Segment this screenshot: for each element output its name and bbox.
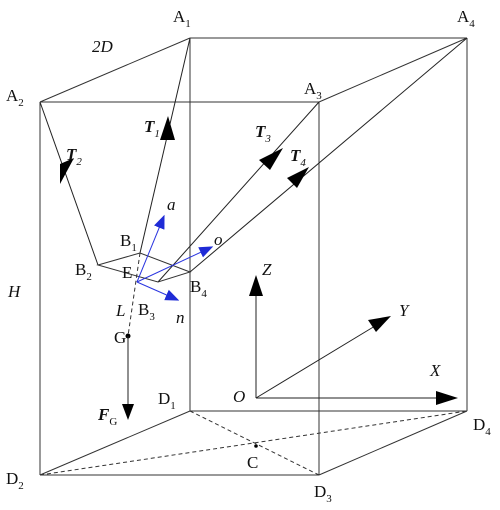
cables bbox=[39, 37, 468, 283]
gravity-arrow bbox=[122, 404, 134, 420]
z-arrow bbox=[249, 275, 263, 296]
cable-a4-b4 bbox=[189, 37, 468, 273]
label-b3: B3 bbox=[138, 300, 155, 323]
label-b1: B1 bbox=[120, 231, 137, 254]
frame-top-face bbox=[39, 37, 468, 103]
t4-arrow bbox=[287, 167, 309, 188]
label-a2: A2 bbox=[6, 86, 24, 109]
label-l: L bbox=[115, 301, 125, 320]
label-z-axis: Z bbox=[262, 260, 272, 279]
label-b2: B2 bbox=[75, 260, 92, 283]
label-a3: A3 bbox=[304, 79, 322, 102]
t1-arrow bbox=[160, 116, 175, 140]
cable-a2-b2 bbox=[39, 101, 99, 266]
label-fg: FG bbox=[97, 405, 117, 428]
cable-a1-b1 bbox=[139, 37, 191, 254]
vector-o bbox=[136, 246, 214, 283]
vector-n bbox=[136, 281, 180, 301]
label-t4: T4 bbox=[290, 146, 306, 169]
global-axes bbox=[249, 275, 458, 405]
frame-vertical-edges bbox=[39, 38, 468, 475]
x-arrow bbox=[436, 391, 458, 405]
label-o-origin: O bbox=[233, 387, 245, 406]
label-t1: T1 bbox=[144, 117, 160, 140]
label-h: H bbox=[7, 282, 22, 301]
frame-bottom-face bbox=[39, 410, 468, 476]
vector-a bbox=[136, 214, 165, 283]
label-n-vector: n bbox=[176, 308, 185, 327]
t2-arrow bbox=[60, 158, 74, 184]
label-d4: D4 bbox=[473, 415, 491, 438]
label-d2: D2 bbox=[6, 469, 24, 492]
y-arrow bbox=[368, 316, 391, 332]
label-width: 2D bbox=[92, 37, 114, 56]
local-frame bbox=[136, 214, 214, 301]
label-b4: B4 bbox=[190, 277, 207, 300]
label-e: E bbox=[122, 263, 132, 282]
t3-arrow bbox=[259, 148, 283, 170]
label-t2: T2 bbox=[66, 145, 82, 168]
label-y-axis: Y bbox=[399, 301, 410, 320]
moving-platform bbox=[96, 252, 192, 283]
cable-a3-b3 bbox=[157, 101, 320, 283]
label-x-axis: X bbox=[429, 361, 441, 380]
label-g: G bbox=[114, 328, 126, 347]
label-d1: D1 bbox=[158, 389, 176, 412]
point-c bbox=[254, 444, 258, 448]
label-c: C bbox=[247, 453, 258, 472]
label-a-vector: a bbox=[167, 195, 176, 214]
label-t3: T3 bbox=[255, 122, 271, 145]
label-d3: D3 bbox=[314, 482, 332, 505]
label-a4: A4 bbox=[457, 7, 475, 30]
y-axis bbox=[255, 325, 376, 399]
label-a1: A1 bbox=[173, 7, 191, 30]
label-o-vector: o bbox=[214, 230, 223, 249]
